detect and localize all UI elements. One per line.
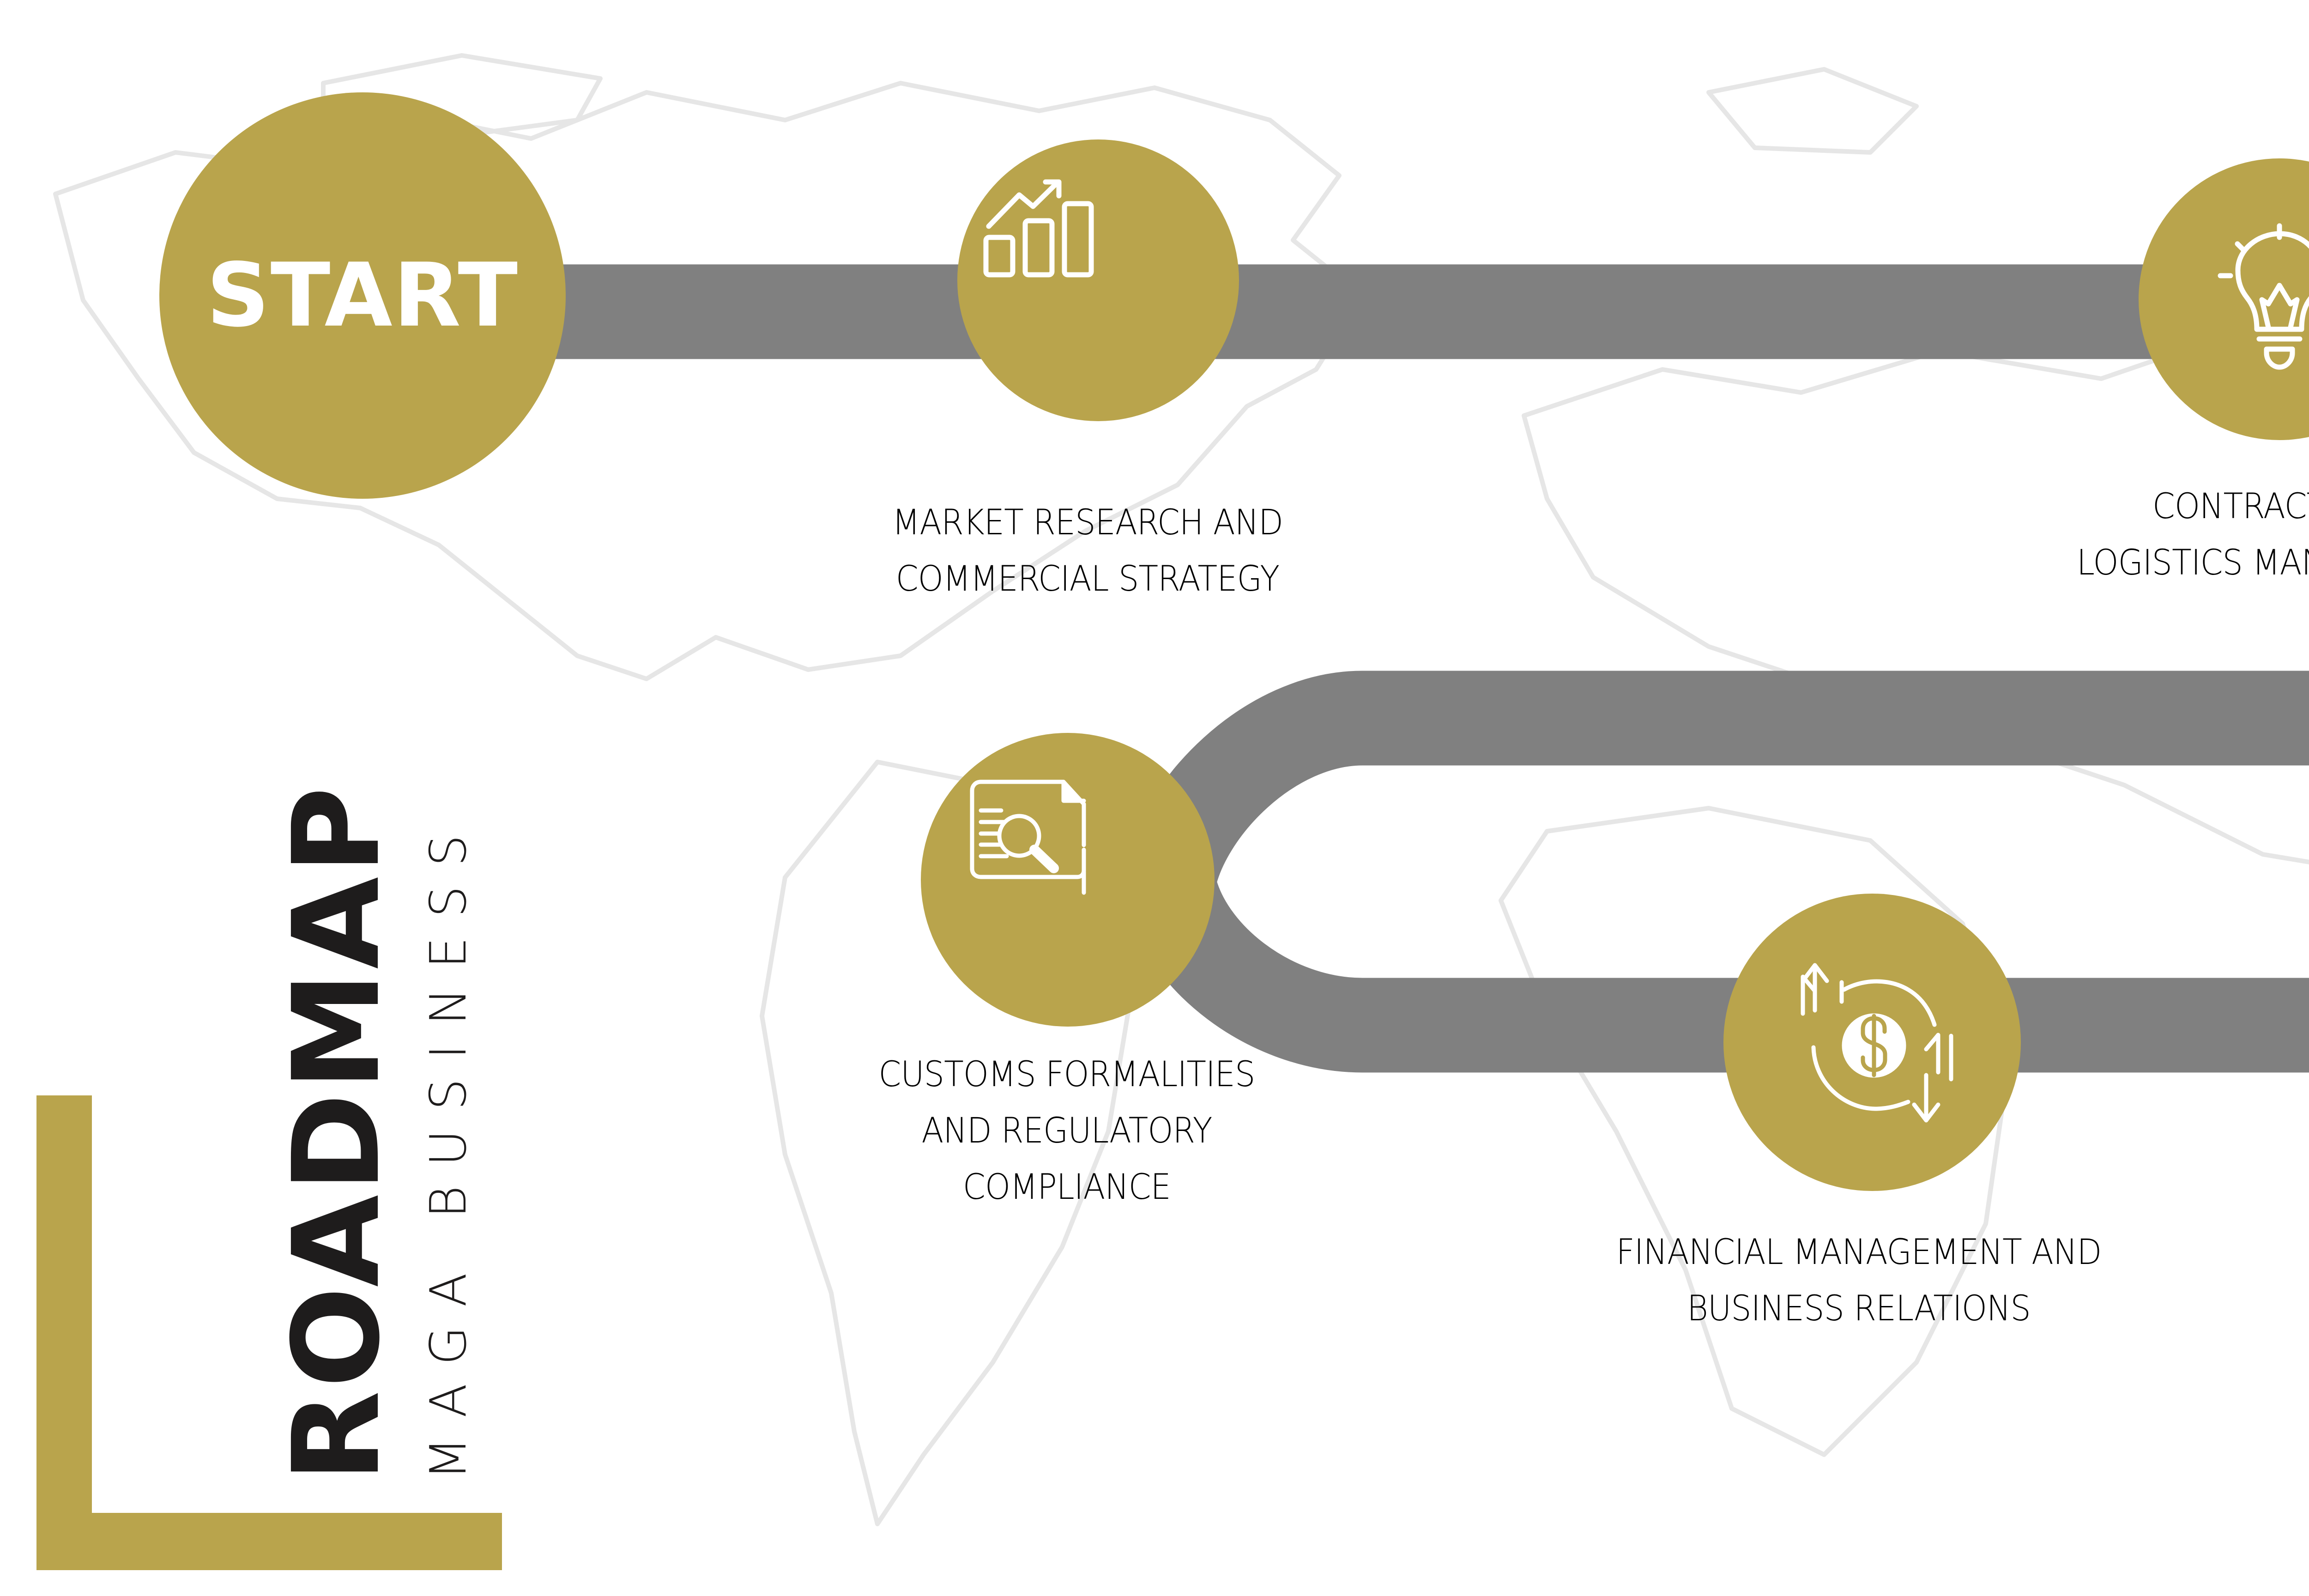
document-search-icon: [970, 780, 1086, 895]
dollar-exchange-icon: [1801, 963, 1953, 1123]
roadmap-road: [323, 264, 2309, 1073]
step-1-label: MARKET RESEARCH AND COMMERCIAL STRATEGY: [892, 502, 1283, 599]
step-4-label: FINANCIAL MANAGEMENT AND BUSINESS RELATI…: [1616, 1231, 2102, 1329]
step-2-label: CONTRACT AND LOGISTICS MANAGEMENT: [2077, 485, 2309, 583]
bar-chart-growth-icon: [983, 179, 1094, 278]
step-3-label: CUSTOMS FORMALITIES AND REGULATORY COMPL…: [878, 1053, 1255, 1207]
step-3-circle: [921, 733, 1215, 1027]
company-subtitle: MAGA BUSINESS: [420, 815, 478, 1480]
light-bulb-icon: [2218, 223, 2309, 370]
start-node-circle: [159, 92, 566, 499]
roadmap-title: ROADMAP: [267, 784, 406, 1482]
step-2-circle: [2139, 158, 2309, 440]
start-node-label: START: [206, 244, 519, 346]
bottom-left-corner-bracket: [36, 1095, 502, 1570]
step-1-circle: [957, 139, 1239, 421]
